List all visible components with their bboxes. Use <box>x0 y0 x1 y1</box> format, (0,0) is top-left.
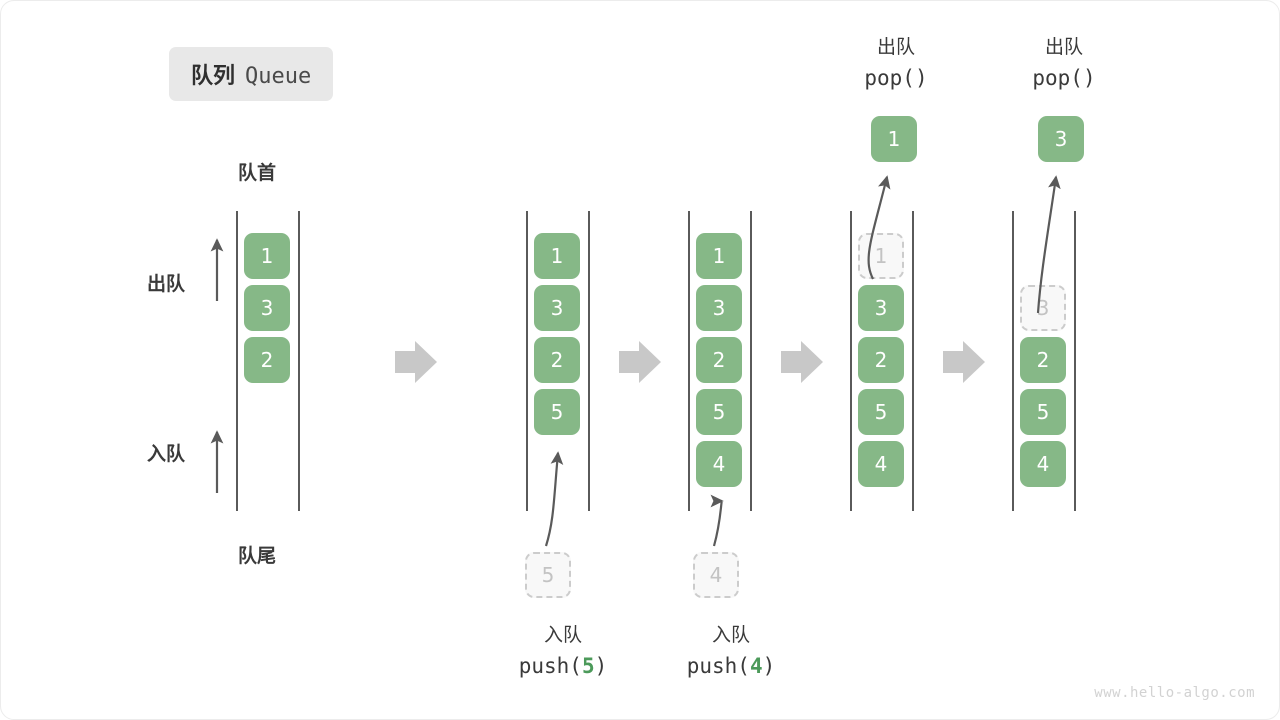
title-chinese: 队列 <box>191 64 236 89</box>
queue-rail-right <box>750 211 752 511</box>
title-english: Queue <box>245 64 312 89</box>
queue-cell: 1 <box>858 233 904 279</box>
step-arrow-1 <box>395 341 437 383</box>
queue-rail-left <box>688 211 690 511</box>
site-watermark: www.hello-algo.com <box>1094 685 1255 701</box>
popped-cell-1: 1 <box>871 116 917 162</box>
queue-cell: 4 <box>858 441 904 487</box>
incoming-ghost-cell-5: 5 <box>525 552 571 598</box>
queue-cell: 5 <box>534 389 580 435</box>
queue-rail-left <box>236 211 238 511</box>
queue-cell: 3 <box>696 285 742 331</box>
queue-rail-left <box>1012 211 1014 511</box>
step-arrow-4 <box>943 341 985 383</box>
queue-rail-right <box>298 211 300 511</box>
dequeue-direction-label: 出队 <box>147 273 186 295</box>
queue-rail-left <box>850 211 852 511</box>
pop-2-code: pop() <box>1032 66 1096 91</box>
queue-rail-right <box>588 211 590 511</box>
incoming-ghost-cell-4: 4 <box>693 552 739 598</box>
push-5-cn: 入队 <box>543 624 582 646</box>
operation-label-push-5: 入队 push(5) <box>488 621 638 683</box>
pop-2-cn: 出队 <box>1044 36 1083 58</box>
queue-rear-label: 队尾 <box>238 545 277 567</box>
popped-cell-2: 3 <box>1038 116 1084 162</box>
operation-label-pop-1: 出队 pop() <box>831 33 961 95</box>
enqueue-direction-label: 入队 <box>147 443 186 465</box>
pop-1-cn: 出队 <box>876 36 915 58</box>
queue-cell: 2 <box>696 337 742 383</box>
queue-cell: 5 <box>696 389 742 435</box>
queue-cell: 1 <box>696 233 742 279</box>
queue-cell: 5 <box>858 389 904 435</box>
queue-rail-right <box>1074 211 1076 511</box>
queue-rail-right <box>912 211 914 511</box>
queue-cell: 2 <box>534 337 580 383</box>
pop-1-code: pop() <box>864 66 928 91</box>
push-arrow-4 <box>710 494 724 547</box>
queue-cell: 3 <box>1020 285 1066 331</box>
push-4-cn: 入队 <box>711 624 750 646</box>
queue-cell: 2 <box>1020 337 1066 383</box>
queue-cell: 1 <box>534 233 580 279</box>
push-5-code: push(5) <box>518 654 608 679</box>
step-arrow-3 <box>781 341 823 383</box>
queue-cell: 4 <box>696 441 742 487</box>
queue-cell: 3 <box>534 285 580 331</box>
step-arrow-2 <box>619 341 661 383</box>
queue-cell: 2 <box>858 337 904 383</box>
queue-front-label: 队首 <box>238 162 277 184</box>
push-arrow-5 <box>544 451 564 547</box>
queue-cell: 5 <box>1020 389 1066 435</box>
queue-rail-left <box>526 211 528 511</box>
push-4-code: push(4) <box>686 654 776 679</box>
operation-label-push-4: 入队 push(4) <box>656 621 806 683</box>
queue-cell: 4 <box>1020 441 1066 487</box>
queue-cell: 1 <box>244 233 290 279</box>
queue-cell: 3 <box>858 285 904 331</box>
queue-cell: 2 <box>244 337 290 383</box>
diagram-title-badge: 队列 Queue <box>169 47 334 101</box>
queue-cell: 3 <box>244 285 290 331</box>
operation-label-pop-2: 出队 pop() <box>999 33 1129 95</box>
